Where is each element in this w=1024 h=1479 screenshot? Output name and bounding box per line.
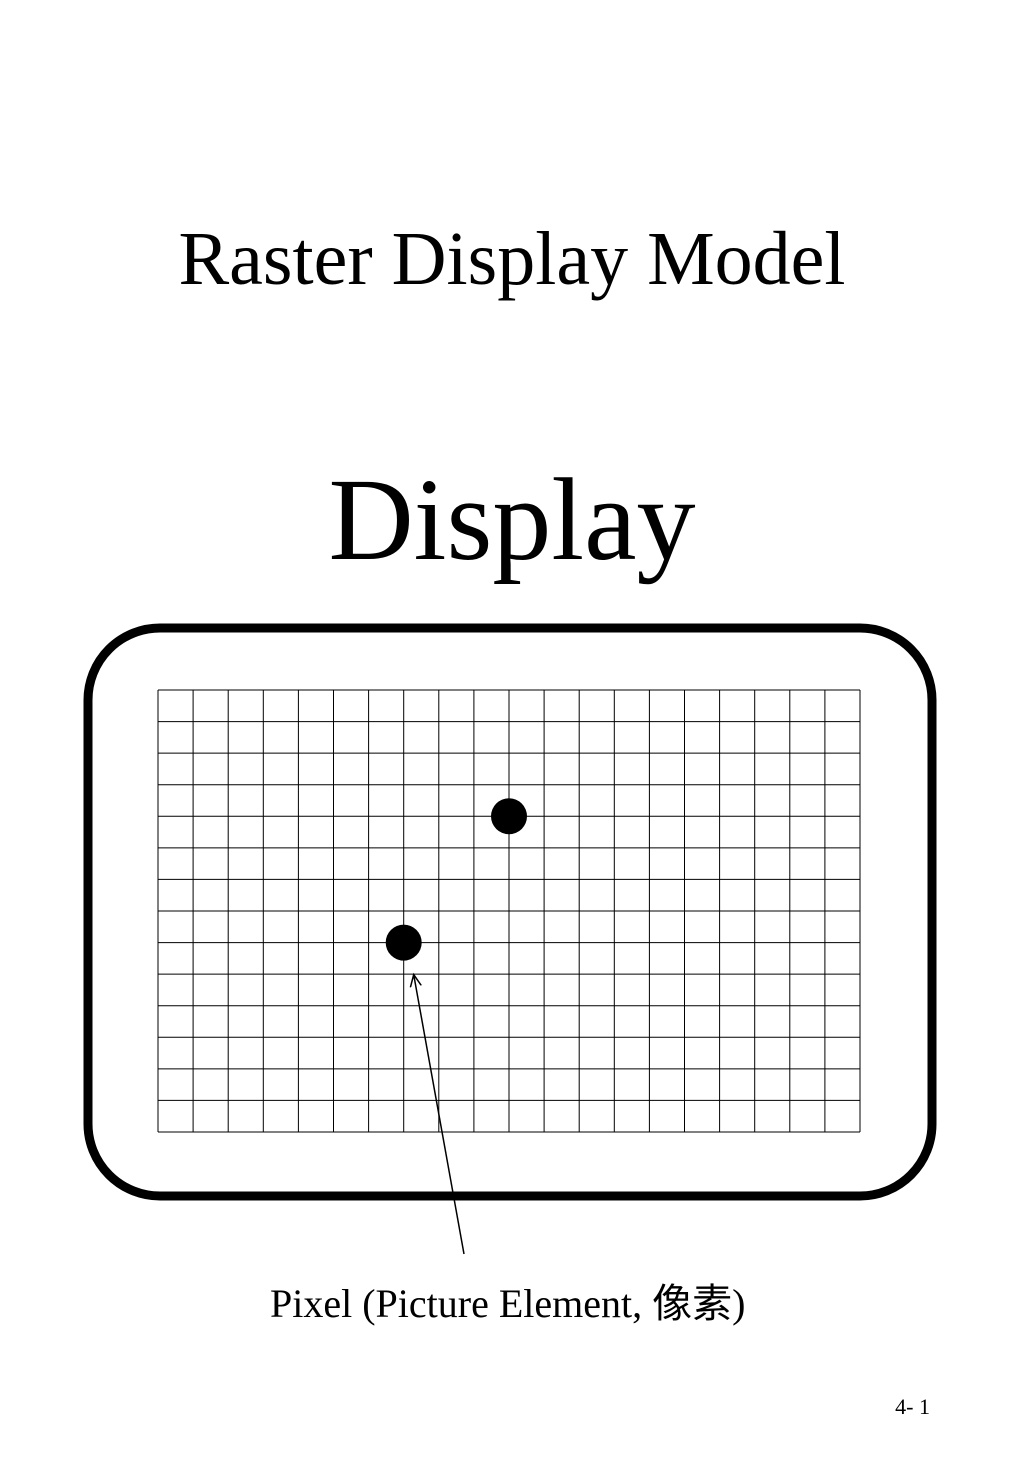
page-number: 4- 1 [895, 1394, 930, 1419]
pixel-caption: Pixel (Picture Element, 像素) [270, 1281, 746, 1326]
pixel-dots [385, 798, 527, 961]
page-title: Raster Display Model [178, 217, 846, 301]
display-frame [83, 623, 937, 1201]
pixel-grid [157, 689, 861, 1133]
pixel-dot [385, 924, 422, 961]
pixel-dot [491, 798, 527, 835]
display-heading: Display [328, 454, 696, 585]
pixel-pointer-arrow [414, 975, 465, 1255]
